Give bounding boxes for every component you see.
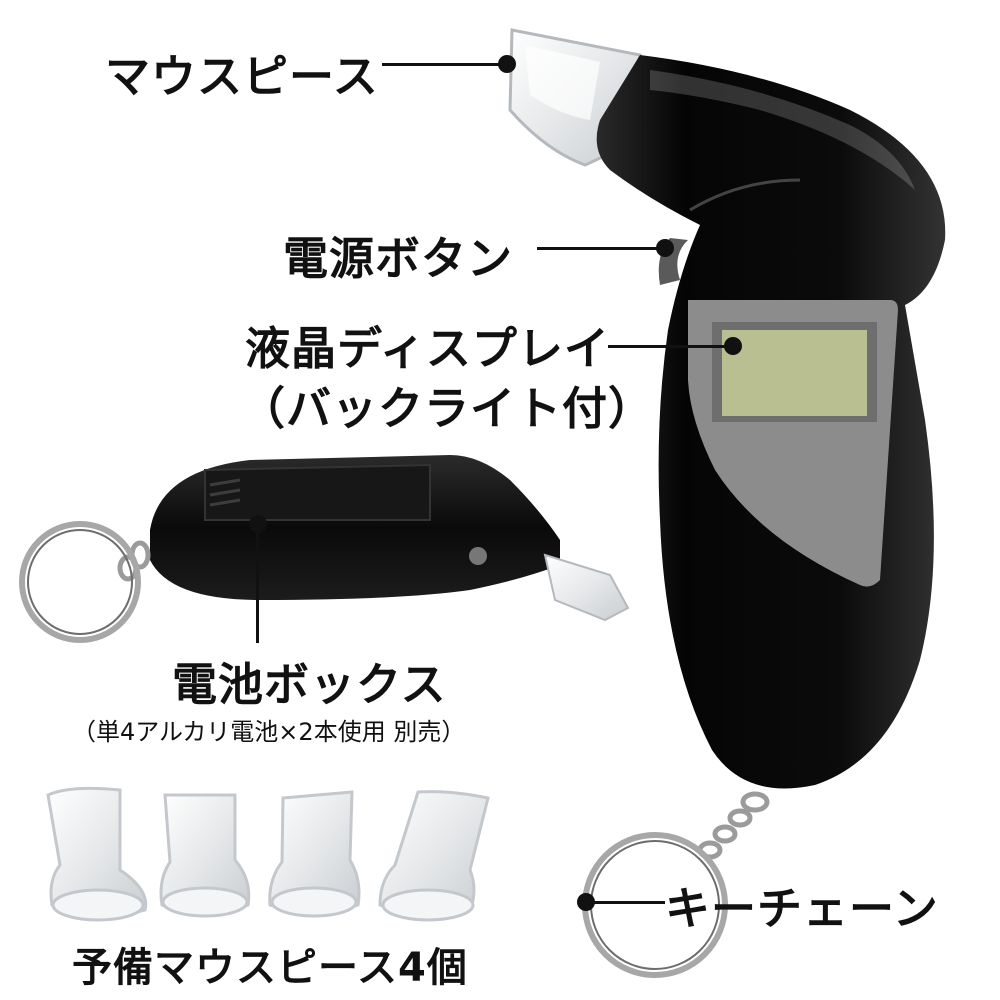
side-view-device — [150, 455, 630, 622]
lcd-display-sublabel: （バックライト付） — [240, 382, 655, 435]
power-button-leader-dot — [656, 239, 674, 257]
battery-leader-dot — [249, 515, 267, 533]
mouthpiece-leader-dot — [498, 55, 516, 73]
power-button-leader-line — [537, 247, 667, 250]
keychain-leader-line — [585, 901, 665, 904]
battery-note: （単4アルカリ電池×2本使用 別売） — [72, 718, 466, 746]
battery-box-label: 電池ボックス — [172, 658, 447, 711]
mouthpiece-leader-line — [382, 63, 507, 66]
lcd-screen — [722, 330, 867, 416]
spare-mouthpieces-caption: 予備マウスピース4個 — [72, 945, 468, 991]
keychain-label: キーチェーン — [665, 882, 939, 935]
side-view-keychain — [19, 521, 151, 643]
mouthpiece-label: マウスピース — [105, 50, 379, 103]
battery-leader-line — [256, 525, 259, 643]
lcd-display-label: 液晶ディスプレイ — [245, 322, 610, 375]
spare-mouthpiece — [46, 786, 148, 922]
spare-mouthpieces — [46, 786, 490, 922]
spare-mouthpiece — [159, 793, 251, 918]
spare-mouthpiece — [268, 790, 361, 918]
main-keychain — [582, 791, 770, 978]
display-panel — [688, 300, 898, 587]
lcd-leader-dot — [724, 337, 742, 355]
spare-mouthpiece — [378, 790, 490, 922]
lcd-leader-line — [608, 345, 732, 348]
power-button-label: 電源ボタン — [283, 232, 514, 285]
